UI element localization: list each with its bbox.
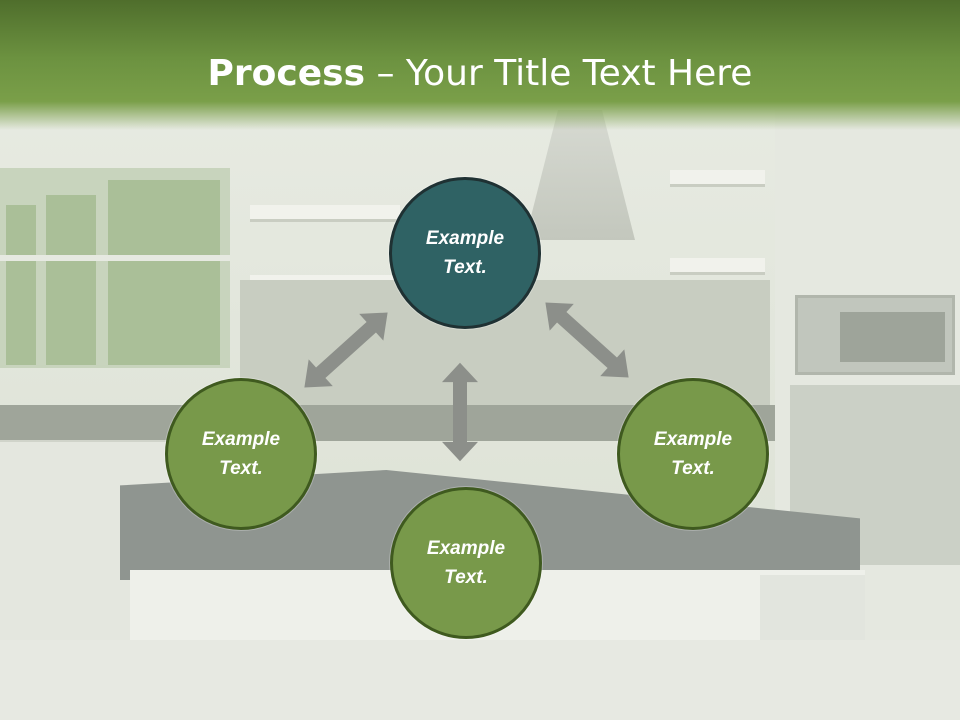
node-top: Example Text. xyxy=(389,177,541,329)
title-rest: – Your Title Text Here xyxy=(365,53,753,94)
window-pane xyxy=(46,195,96,365)
title-bar xyxy=(0,0,960,130)
arrow-top-left xyxy=(292,299,400,401)
floor xyxy=(0,640,960,720)
shelf xyxy=(670,258,765,275)
node-bottom-label: Example Text. xyxy=(426,538,506,588)
node-right: Example Text. xyxy=(617,378,769,530)
title-bold: Process xyxy=(207,53,366,94)
arrow-vertical xyxy=(442,362,478,462)
arrow-top-right xyxy=(533,289,641,391)
node-bottom: Example Text. xyxy=(390,487,542,639)
window-pane xyxy=(108,180,220,365)
node-top-label: Example Text. xyxy=(425,228,505,278)
microwave-window xyxy=(840,312,945,362)
shelf xyxy=(250,205,400,222)
window-pane xyxy=(6,205,36,365)
node-left-label: Example Text. xyxy=(201,429,281,479)
node-left: Example Text. xyxy=(165,378,317,530)
shelf xyxy=(670,170,765,187)
slide-title: Process – Your Title Text Here xyxy=(0,50,960,98)
window-bar xyxy=(0,255,230,261)
node-right-label: Example Text. xyxy=(653,429,733,479)
